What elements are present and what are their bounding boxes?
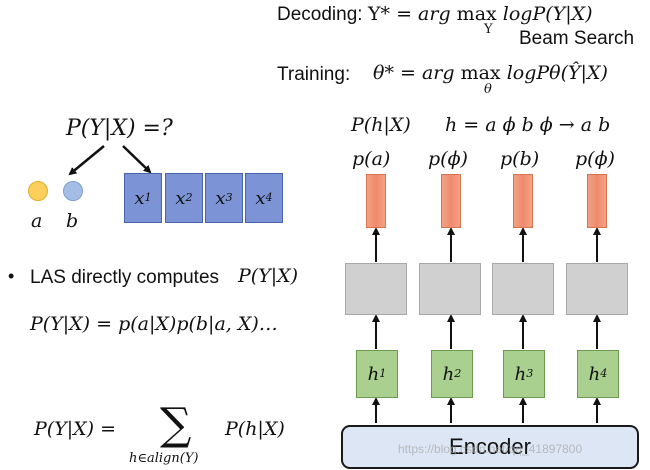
decoding-max-sub: Y — [484, 22, 493, 37]
decoding-label: Decoding: — [277, 4, 363, 25]
token-a-label: a — [31, 210, 43, 232]
output-prob-2: p(ϕ) — [428, 148, 468, 170]
ctc-sub: h∈align(Y) — [129, 451, 199, 466]
linear-layer-4 — [566, 263, 628, 315]
factorization-formula: P(Y|X) = p(a|X)p(b|a, X)… — [30, 313, 278, 335]
linear-layer-3 — [492, 263, 554, 315]
token-a-circle — [28, 181, 48, 201]
ctc-lhs: P(Y|X) = — [34, 418, 117, 440]
training-lhs: θ* = — [373, 62, 422, 84]
header-prob: P(h|X) — [351, 114, 411, 136]
output-prob-3: p(b) — [500, 148, 540, 170]
decoding-arg: arg — [418, 3, 451, 25]
bullet: • — [8, 266, 15, 286]
output-bar-2 — [441, 174, 461, 228]
encoder-box: Encoder — [341, 425, 639, 469]
header-eq: h = a ϕ b ϕ → a b — [445, 114, 611, 136]
token-b-circle — [63, 181, 83, 201]
las-text: LAS directly computes — [30, 267, 220, 288]
decoding-formula: Y* = arg max logP(Y|X) — [368, 3, 593, 25]
watermark: https://blog.csdn.net/qq_41897800 — [398, 442, 583, 456]
las-formula: P(Y|X) — [238, 265, 299, 287]
training-max: max — [460, 62, 501, 84]
arrow-to-frames — [122, 145, 152, 174]
decoding-lhs: Y* = — [368, 3, 419, 25]
output-bar-1 — [366, 174, 386, 228]
training-formula: θ* = arg max logPθ(Ŷ|X) — [373, 62, 608, 84]
output-bar-4 — [587, 174, 607, 228]
output-prob-1: p(a) — [352, 148, 391, 170]
token-b-label: b — [66, 210, 79, 232]
ctc-term: P(h|X) — [225, 418, 285, 440]
training-label: Training: — [277, 64, 351, 85]
decoding-method: Beam Search — [519, 28, 635, 49]
decoding-rhs: logP(Y|X) — [502, 3, 593, 25]
encoder-label: Encoder — [449, 434, 531, 459]
decoding-max: max — [456, 3, 497, 25]
linear-layer-1 — [345, 263, 407, 315]
training-rhs: logPθ(Ŷ|X) — [506, 62, 608, 84]
ctc-sum: ∑ — [160, 399, 192, 450]
question-formula: P(Y|X) =? — [66, 116, 173, 141]
linear-layer-2 — [419, 263, 481, 315]
output-bar-3 — [513, 174, 533, 228]
training-arg: arg — [421, 62, 455, 84]
training-max-sub: θ — [484, 82, 492, 97]
arrow-to-tokens — [68, 145, 105, 176]
output-prob-4: p(ϕ) — [575, 148, 615, 170]
